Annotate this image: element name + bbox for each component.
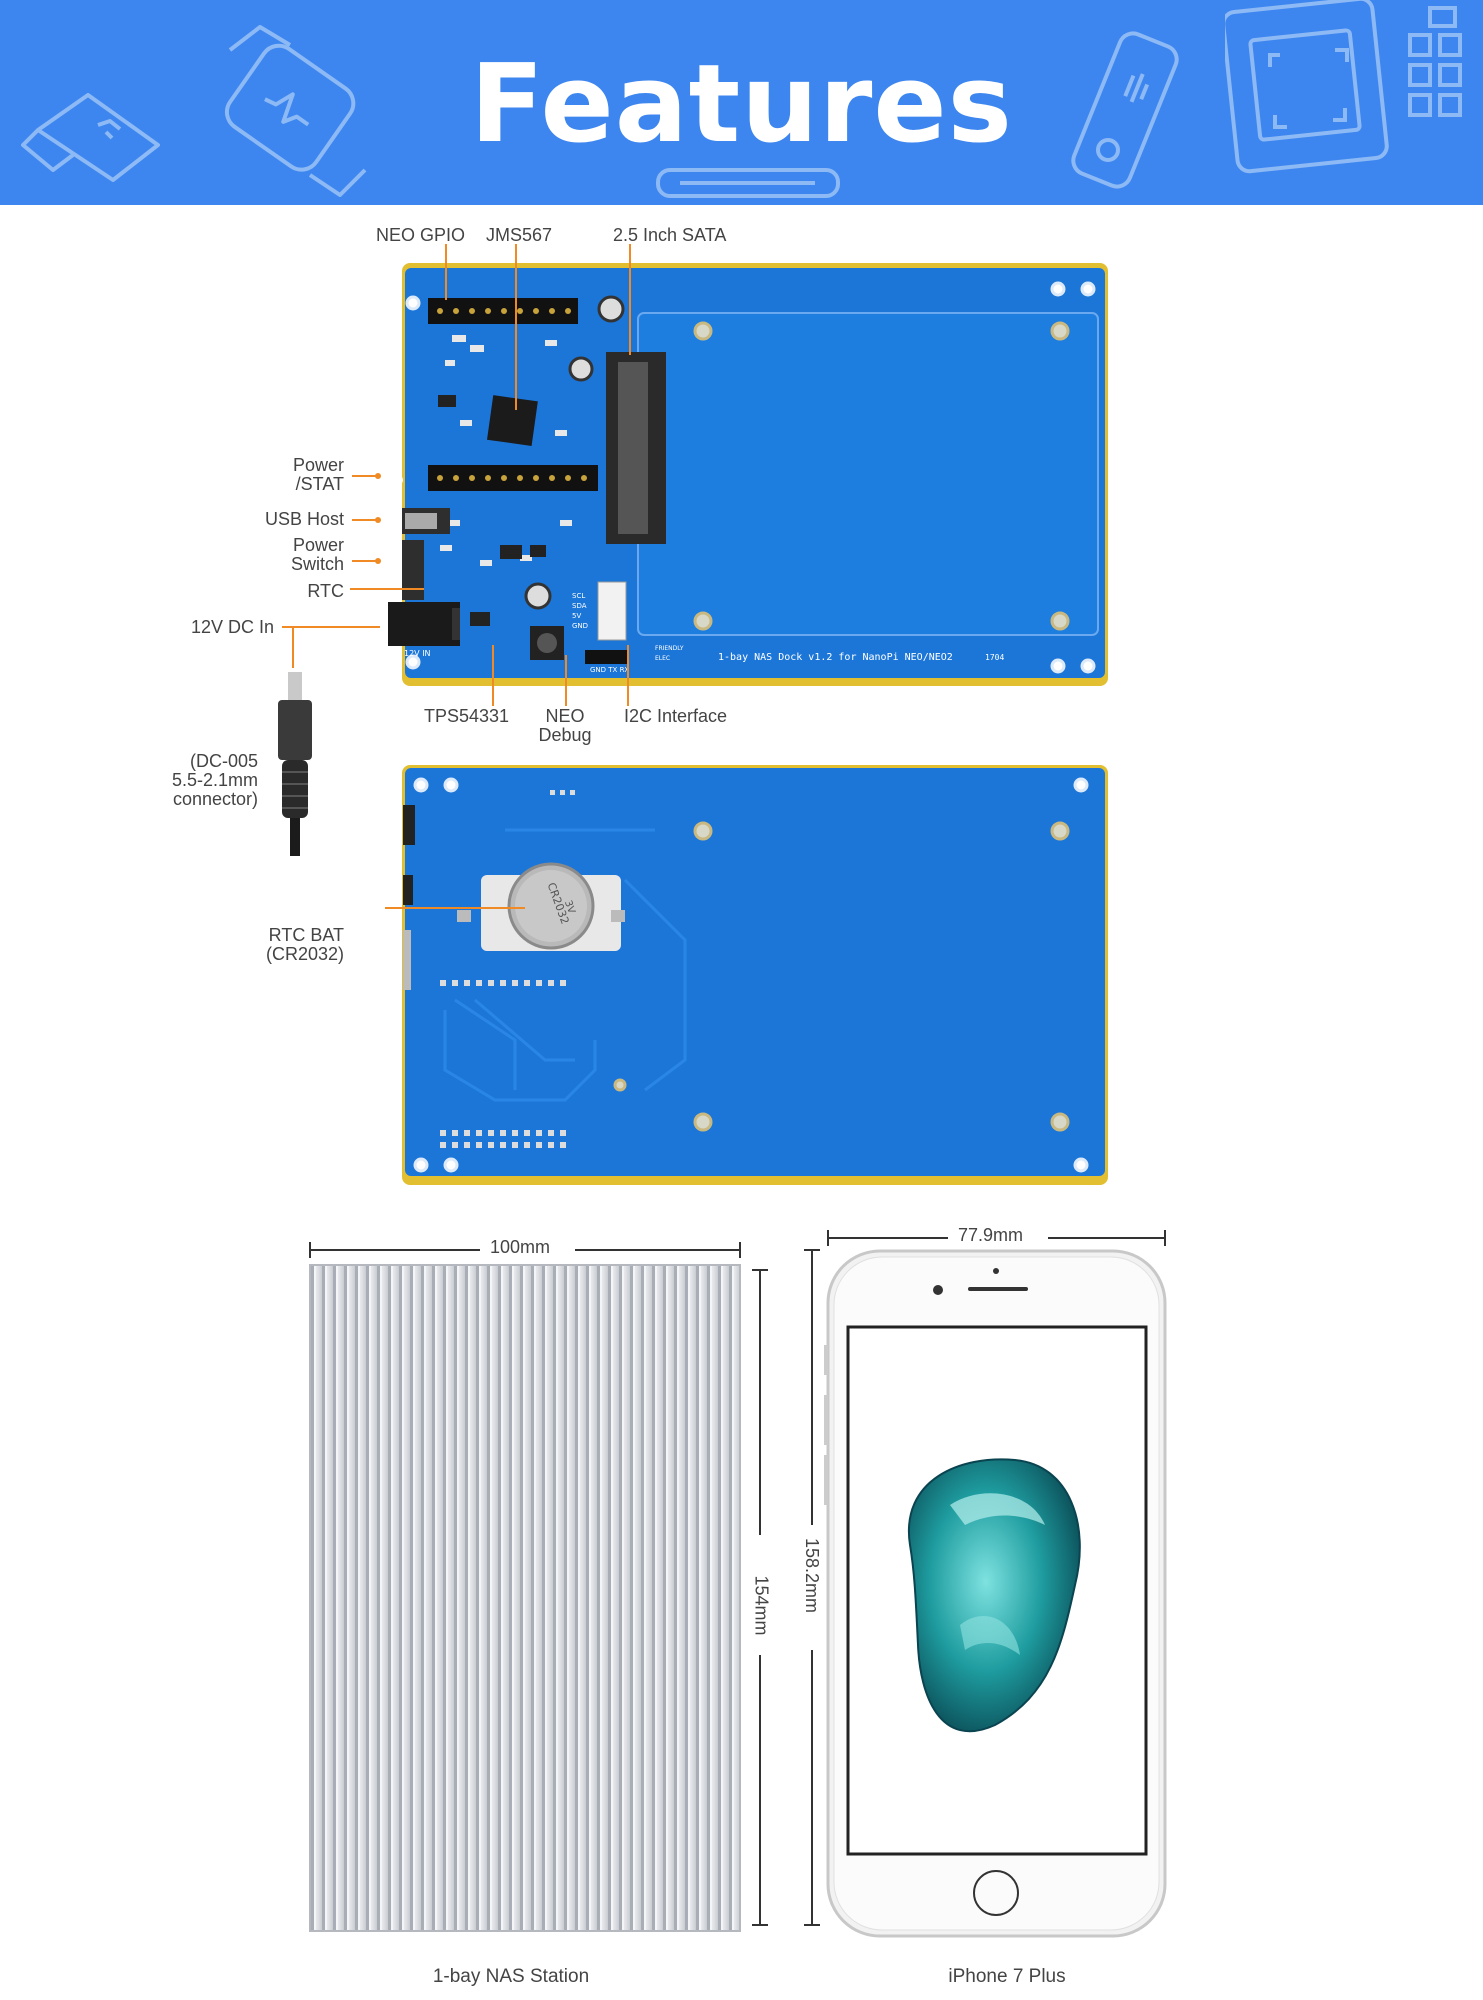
usb-icon <box>21 93 160 182</box>
label-jms567: JMS567 <box>486 225 553 245</box>
svg-text:3V: 3V <box>562 899 577 915</box>
label-dc-connector-line1: (DC-005 <box>189 751 258 771</box>
label-sata: 2.5 Inch SATA <box>613 225 727 245</box>
dim-nas-width: 100mm <box>484 1237 557 1258</box>
label-dc-connector-line3: connector) <box>172 789 258 809</box>
label-neo-gpio: NEO GPIO <box>376 225 466 245</box>
label-rtc: RTC <box>307 581 344 601</box>
svg-text:GND TX RX: GND TX RX <box>590 666 629 674</box>
iphone-illustration <box>804 1230 1167 1938</box>
svg-text:ELEC: ELEC <box>655 655 670 662</box>
music-player-icon <box>1071 31 1179 189</box>
svg-text:12V IN: 12V IN <box>404 649 431 658</box>
label-dc-in: 12V DC In <box>190 617 274 637</box>
tablet-icon <box>1225 0 1462 174</box>
dim-nas-height: 154mm <box>750 1569 772 1642</box>
label-tps54331: TPS54331 <box>424 706 510 726</box>
label-power-stat-line1: Power <box>292 455 344 475</box>
label-rtc-bat-line2: (CR2032) <box>265 944 344 964</box>
label-power-switch-line2: Switch <box>290 554 344 574</box>
svg-text:1704: 1704 <box>985 653 1004 662</box>
dim-phone-height: 158.2mm <box>801 1531 823 1620</box>
label-neo-debug: NEO Debug <box>520 707 610 745</box>
svg-text:SCL: SCL <box>572 592 585 600</box>
label-power-stat: Power /STAT <box>250 456 344 494</box>
label-usb-host: USB Host <box>264 509 344 529</box>
label-rtc-bat: RTC BAT (CR2032) <box>240 926 344 964</box>
label-dc-connector-line2: 5.5-2.1mm <box>171 770 258 790</box>
label-neo-debug-line1: NEO <box>545 706 585 726</box>
label-dc-connector: (DC-005 5.5-2.1mm connector) <box>140 752 258 809</box>
smartwatch-icon <box>224 25 367 197</box>
features-banner: Features <box>0 0 1483 205</box>
bottom-board-illustration: CR2032 3V <box>385 765 1108 1185</box>
svg-text:FRIENDLY: FRIENDLY <box>655 645 684 652</box>
cable-icon <box>656 168 840 198</box>
svg-text:GND: GND <box>572 622 588 630</box>
dim-phone-width: 77.9mm <box>952 1225 1030 1246</box>
svg-text:5V: 5V <box>572 612 581 620</box>
banner-title: Features <box>470 42 1013 167</box>
caption-nas-station: 1-bay NAS Station <box>432 1966 590 1987</box>
nas-enclosure-illustration <box>309 1242 768 1932</box>
label-neo-debug-line2: Debug <box>538 725 592 745</box>
label-power-switch: Power Switch <box>250 536 344 574</box>
dc-plug-illustration <box>278 672 312 856</box>
silkscreen-text: 1-bay NAS Dock v1.2 for NanoPi NEO/NEO2 <box>718 652 953 663</box>
label-rtc-bat-line1: RTC BAT <box>268 925 344 945</box>
caption-iphone: iPhone 7 Plus <box>948 1966 1066 1987</box>
label-power-stat-line2: /STAT <box>295 474 344 494</box>
label-i2c-interface: I2C Interface <box>624 706 728 726</box>
svg-text:SDA: SDA <box>572 602 587 610</box>
label-power-switch-line1: Power <box>292 535 344 555</box>
